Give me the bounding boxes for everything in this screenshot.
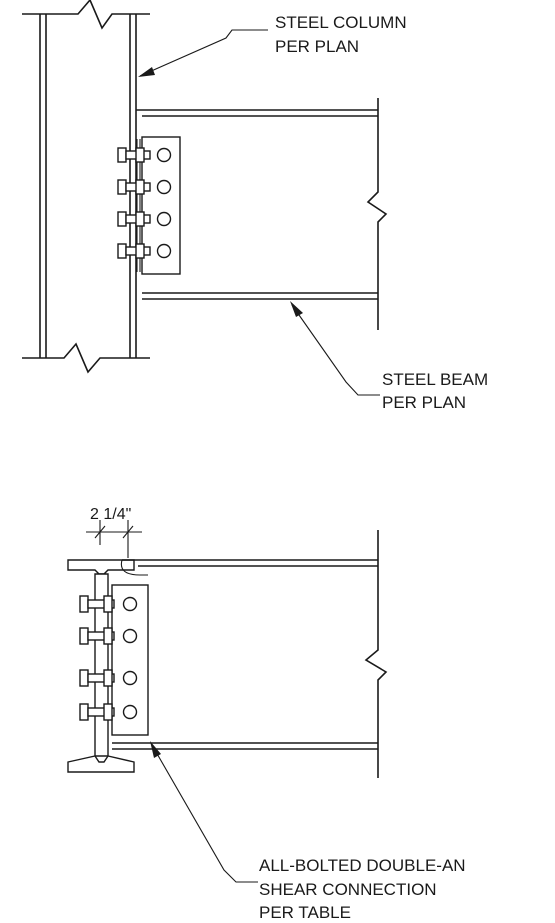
bolt [117,211,151,227]
leader-arrowhead [150,741,161,758]
bolt [79,595,115,613]
beam-cope [120,559,148,576]
bolt-hole [122,704,138,720]
bolt [79,669,115,687]
beam-leader-line [291,304,380,396]
bolt [117,179,151,195]
bolt-hole [156,243,172,259]
section-view: 2 1/4" [67,506,466,922]
bolt-hole [156,147,172,163]
beam-break [366,98,388,330]
bolt-hole [122,670,138,686]
connection-callout-line3: PER TABLE [259,903,351,922]
bolt [117,243,151,259]
beam-callout-line2: PER PLAN [382,393,466,412]
bolt-hole [122,628,138,644]
beam-callout-line1: STEEL BEAM [382,370,488,389]
bolt-hole [122,596,138,612]
bolt [79,703,115,721]
leader-arrowhead [138,67,155,77]
column-break-bottom [22,342,150,374]
bolt [79,627,115,645]
dimension-label: 2 1/4" [90,506,131,523]
elevation-view: STEEL COLUMN PER PLAN STEEL BEAM PER PLA… [22,0,488,412]
connection-callout-line1: ALL-BOLTED DOUBLE-AN [259,856,466,875]
connection-leader-line [151,744,258,883]
beam-break [364,530,388,778]
column-leader-line [139,29,268,77]
bolt-hole [156,211,172,227]
column-callout-line2: PER PLAN [275,37,359,56]
leader-arrowhead [290,301,303,317]
connection-callout-line2: SHEAR CONNECTION [259,880,437,899]
dimension-tick [122,525,134,539]
column-callout-line1: STEEL COLUMN [275,13,407,32]
column-break-top [22,0,150,30]
column-top-flange [67,559,135,575]
dimension-tick [94,525,106,539]
column-bottom-flange [67,755,135,773]
bolt-hole [156,179,172,195]
bolt [117,147,151,163]
